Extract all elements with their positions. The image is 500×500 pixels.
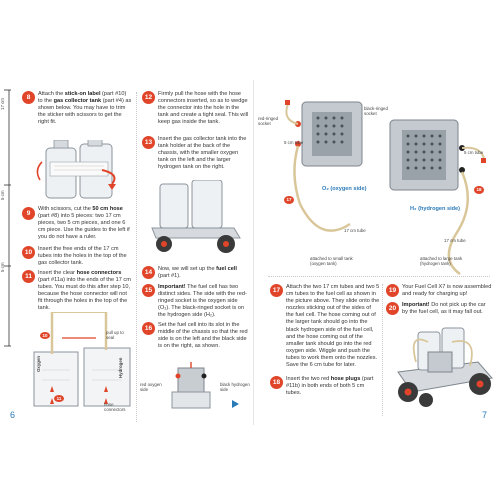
label-hydrogen-side: H₂ (hydrogen side): [410, 206, 461, 212]
callout-11: 11: [54, 395, 64, 402]
label-17cm-tube-right: 17 cm tube: [444, 238, 466, 243]
label-pull-up-to-seal: pull up to seal: [106, 330, 124, 341]
cut-ruler: [2, 88, 12, 348]
step-9-number: 9: [22, 207, 35, 220]
step-16-text: Set the fuel cell into its slot in the m…: [158, 322, 248, 350]
step-8-number: 8: [22, 91, 35, 104]
step-18-number: 18: [270, 376, 283, 389]
label-red-oxygen-side: red oxygen side: [140, 382, 162, 393]
callout-10: 10: [40, 332, 50, 339]
label-hose-connectors: hose connectors: [104, 402, 126, 413]
callout-18: 18: [474, 186, 484, 194]
step-10-text: Insert the free ends of the 17 cm tubes …: [38, 246, 127, 267]
label-17cm-tube-left: 17 cm tube: [344, 228, 366, 233]
step-20-number: 20: [386, 302, 399, 315]
next-page-arrow-left[interactable]: [232, 400, 239, 408]
label-red-ringed-socket: red-ringed socket: [258, 116, 279, 127]
step-15-text: Important! The fuel cell has two distinc…: [158, 284, 247, 319]
step-13-number: 13: [142, 136, 155, 149]
page-number-left: 6: [10, 410, 16, 420]
label-black-hydrogen-side: black hydrogen side: [220, 382, 250, 393]
step-18-text: Insert the two red hose plugs (part #11b…: [286, 376, 374, 397]
step-19-text: Your Fuel Cell X7 is now assembled and r…: [402, 284, 492, 298]
column-divider-left: [136, 92, 137, 422]
step-20-text: Important! Do not pick up the car by the…: [402, 302, 486, 316]
label-attached-large-tank: attached to large tank (hydrogen tank): [420, 256, 463, 267]
fuel-cell-tubes-illustration: [285, 100, 486, 276]
step-11-number: 11: [22, 270, 35, 283]
column-divider-right: [382, 284, 383, 416]
gas-collector-tank-illustration: [36, 140, 116, 199]
page-number-right: 7: [482, 410, 488, 420]
assembled-car-illustration: [397, 327, 493, 407]
tag-oxygen: Oxygen: [36, 355, 41, 372]
step-15-number: 15: [142, 284, 155, 297]
step-14-number: 14: [142, 266, 155, 279]
label-5cm-tube-left: 5 cm tube: [284, 140, 304, 145]
step-13-text: Insert the gas collector tank into the t…: [158, 136, 247, 171]
step-14-text: Now, we will set up the fuel cell (part …: [158, 266, 237, 280]
step-17-text: Attach the two 17 cm tubes and two 5 cm …: [286, 284, 380, 369]
tag-hydrogen: Hydrogen: [118, 357, 123, 379]
step-19-number: 19: [386, 284, 399, 297]
label-black-ringed-socket: black-ringed socket: [364, 106, 388, 117]
step-8-text: Attach the stick-on label (part #10) to …: [38, 91, 132, 126]
chassis-tank-illustration: [151, 180, 241, 253]
fuel-cell-in-chassis-illustration: [171, 362, 211, 409]
ruler-label-17cm: 17 cm: [0, 98, 5, 110]
callout-17: 17: [284, 196, 294, 204]
ruler-label-5cm-a: 5 cm: [0, 190, 5, 200]
ruler-graphic: [4, 89, 11, 347]
step-12-text: Firmly pull the hose with the hose conne…: [158, 91, 249, 126]
step-12-number: 12: [142, 91, 155, 104]
step-9-text: With scissors, cut the 50 cm hose (part …: [38, 206, 130, 241]
step-10-number: 10: [22, 246, 35, 259]
label-oxygen-side: O₂ (oxygen side): [322, 186, 367, 192]
right-page-horizontal-divider: [268, 276, 490, 277]
ruler-label-5cm-b: 5 cm: [0, 262, 5, 272]
tubes-into-tank-illustration: [33, 312, 131, 407]
step-11-text: Insert the clear hose connectors (part #…: [38, 270, 131, 312]
step-16-number: 16: [142, 322, 155, 335]
label-attached-small-tank: attached to small tank (oxygen tank): [310, 256, 353, 267]
step-17-number: 17: [270, 284, 283, 297]
page-spine: [253, 80, 254, 425]
label-5cm-tube-right: 5 cm tube: [464, 150, 484, 155]
